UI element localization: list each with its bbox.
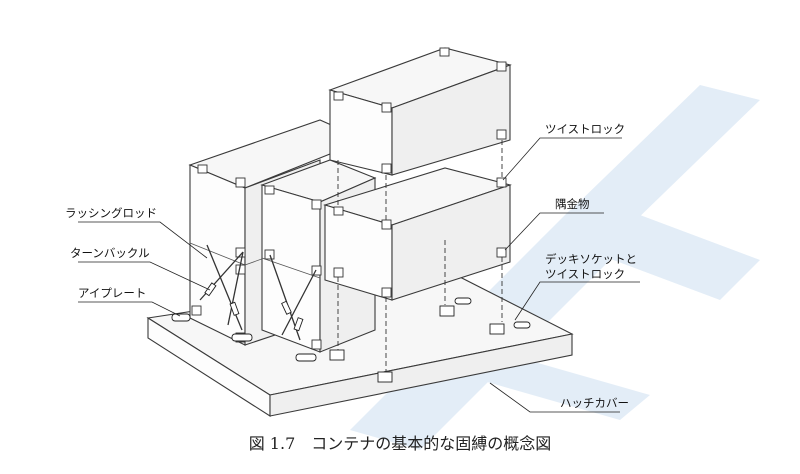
figure-caption: 図 1.7 コンテナの基本的な固縛の概念図 <box>249 434 552 453</box>
label-deck-socket-line1: デッキソケットと <box>545 252 637 266</box>
label-eye-plate: アイプレート <box>78 286 146 300</box>
label-deck-socket-line2: ツイストロック <box>545 267 625 281</box>
lashing-rods <box>199 244 317 341</box>
alignment-dashes <box>337 140 503 372</box>
leader-lines <box>78 137 640 413</box>
deck-fittings <box>171 297 531 383</box>
label-corner-fitting: 隅金物 <box>555 197 590 211</box>
label-hatch-cover: ハッチカバー <box>560 396 629 410</box>
label-twistlock: ツイストロック <box>545 122 625 136</box>
label-turnbuckle: ターンバックル <box>70 246 150 260</box>
label-lashing-rod: ラッシングロッド <box>65 206 157 220</box>
right-container-stack <box>323 47 512 301</box>
